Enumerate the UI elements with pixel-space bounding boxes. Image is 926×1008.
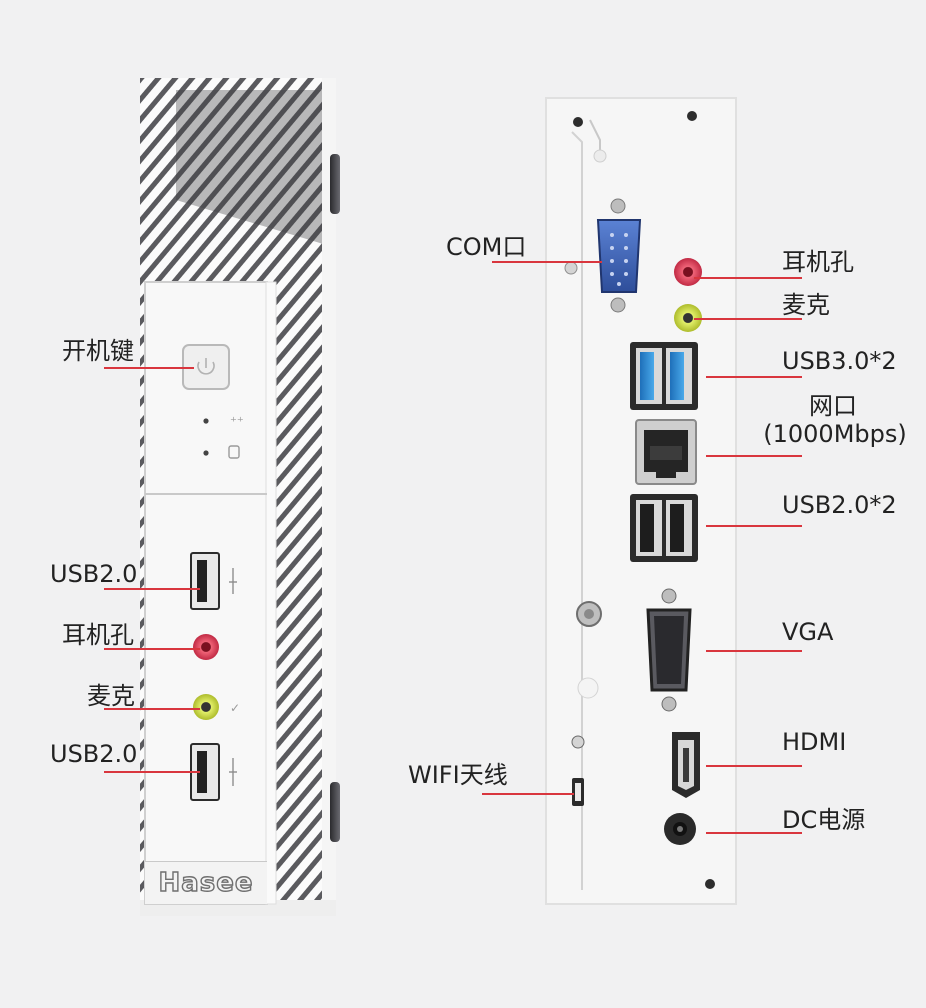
label-wifi: WIFI天线 [408, 761, 508, 789]
label-dc-power: DC电源 [782, 806, 866, 834]
label-front-usb-top: USB2.0 [50, 560, 138, 588]
label-lan-speed: (1000Mbps) [763, 420, 907, 448]
label-rear-mic: 麦克 [782, 291, 830, 319]
label-com-port: COM口 [446, 233, 527, 261]
usb-icon [229, 758, 237, 786]
label-power-button: 开机键 [62, 337, 134, 365]
leader-line [104, 708, 200, 710]
chassis-foot [330, 154, 340, 214]
leader-line [706, 765, 802, 767]
leader-line [694, 277, 802, 279]
hdmi-port[interactable] [672, 732, 700, 798]
com-port[interactable] [596, 198, 642, 313]
disk-icon [228, 445, 240, 459]
leader-line [706, 455, 802, 457]
brand-logo: Hasee [158, 867, 254, 898]
rear-mic-jack[interactable] [674, 304, 702, 332]
label-lan-title: 网口 [809, 392, 857, 420]
front-headphone-jack[interactable] [193, 634, 219, 660]
leader-line [706, 650, 802, 652]
label-front-usb-bottom: USB2.0 [50, 740, 138, 768]
led-indicator [203, 450, 209, 456]
label-front-headphone: 耳机孔 [62, 621, 134, 649]
leader-line [104, 648, 200, 650]
leader-line [706, 376, 802, 378]
front-mic-jack[interactable] [193, 694, 219, 720]
sound-icon: ⁺⁺ [230, 415, 244, 430]
leader-line [706, 525, 802, 527]
rear-headphone-jack[interactable] [674, 258, 702, 286]
usb3-ports[interactable] [630, 342, 698, 410]
leader-line [492, 261, 602, 263]
leader-line [104, 367, 194, 369]
label-rear-headphone: 耳机孔 [782, 248, 854, 276]
mic-icon: ✓ [230, 701, 240, 715]
chassis-foot [330, 782, 340, 842]
leader-line [104, 588, 200, 590]
label-vga: VGA [782, 618, 834, 646]
power-icon [197, 358, 215, 375]
leader-line [706, 832, 802, 834]
lan-port[interactable] [635, 419, 697, 485]
label-front-mic: 麦克 [87, 682, 135, 710]
usb-icon [229, 568, 237, 594]
label-hdmi: HDMI [782, 728, 847, 756]
label-usb2: USB2.0*2 [782, 491, 897, 519]
label-usb3: USB3.0*2 [782, 347, 897, 375]
leader-line [104, 771, 200, 773]
led-indicator [203, 418, 209, 424]
usb2-ports[interactable] [630, 494, 698, 562]
leader-line [482, 793, 574, 795]
leader-line [694, 318, 802, 320]
vga-port[interactable] [646, 588, 692, 712]
